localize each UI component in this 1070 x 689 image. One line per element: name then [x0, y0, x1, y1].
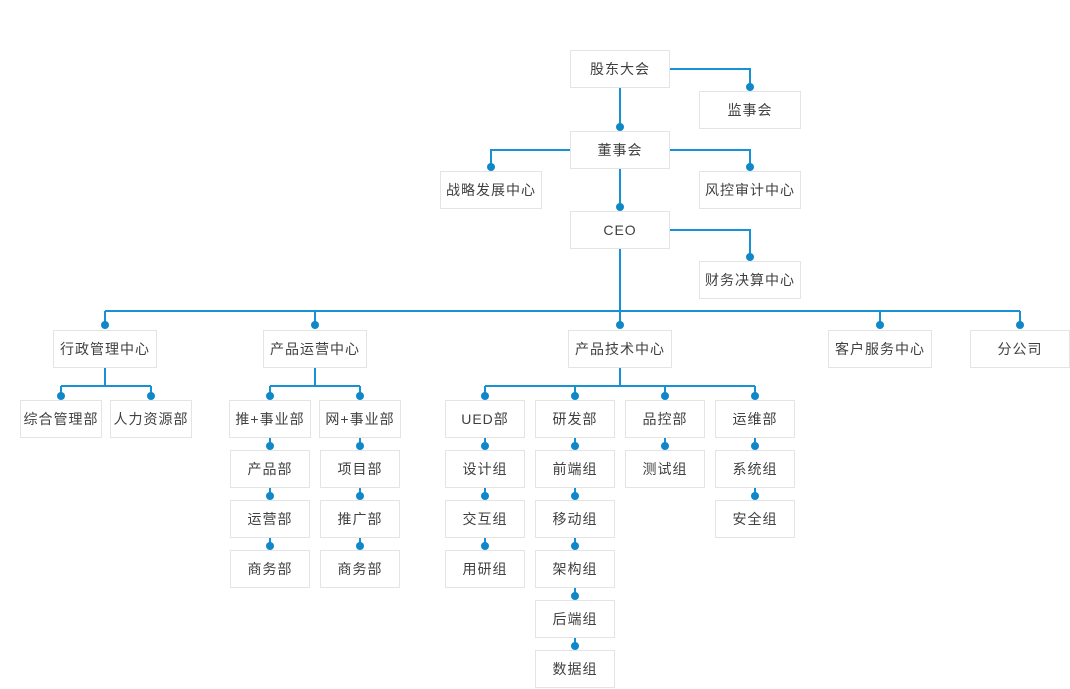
node-operation-dept: 运营部: [230, 500, 310, 538]
node-product-tech-center: 产品技术中心: [568, 330, 672, 368]
connector-edges: [60, 68, 1021, 645]
node-general-admin-dept: 综合管理部: [20, 400, 102, 438]
node-ops-dept: 运维部: [715, 400, 795, 438]
node-wang-business-unit: 网+事业部: [319, 400, 401, 438]
node-backend-team: 后端组: [535, 600, 615, 638]
node-product-dept: 产品部: [230, 450, 310, 488]
node-ued-dept: UED部: [445, 400, 525, 438]
node-testing-team: 测试组: [625, 450, 705, 488]
node-supervisory-board: 监事会: [699, 91, 801, 129]
node-business-dept-tui: 商务部: [230, 550, 310, 588]
node-finance-center: 财务决算中心: [699, 261, 801, 299]
node-architecture-team: 架构组: [535, 550, 615, 588]
node-mobile-team: 移动组: [535, 500, 615, 538]
node-system-team: 系统组: [715, 450, 795, 488]
node-branch-company: 分公司: [970, 330, 1070, 368]
node-strategy-center: 战略发展中心: [440, 171, 542, 209]
node-user-research-team: 用研组: [445, 550, 525, 588]
connector-dots: [57, 83, 1024, 650]
node-frontend-team: 前端组: [535, 450, 615, 488]
node-risk-audit-center: 风控审计中心: [699, 171, 801, 209]
node-product-ops-center: 产品运营中心: [263, 330, 367, 368]
node-design-team: 设计组: [445, 450, 525, 488]
node-qc-dept: 品控部: [625, 400, 705, 438]
node-hr-dept: 人力资源部: [110, 400, 192, 438]
node-data-team: 数据组: [535, 650, 615, 688]
node-promotion-dept: 推广部: [320, 500, 400, 538]
node-rd-dept: 研发部: [535, 400, 615, 438]
node-customer-service-center: 客户服务中心: [828, 330, 932, 368]
connector-path: [60, 68, 1021, 645]
node-project-dept: 项目部: [320, 450, 400, 488]
node-admin-center: 行政管理中心: [53, 330, 157, 368]
node-board-of-directors: 董事会: [570, 131, 670, 169]
node-security-team: 安全组: [715, 500, 795, 538]
node-business-dept-wang: 商务部: [320, 550, 400, 588]
node-shareholders: 股东大会: [570, 50, 670, 88]
node-interaction-team: 交互组: [445, 500, 525, 538]
node-tui-business-unit: 推+事业部: [229, 400, 311, 438]
node-ceo: CEO: [570, 211, 670, 249]
